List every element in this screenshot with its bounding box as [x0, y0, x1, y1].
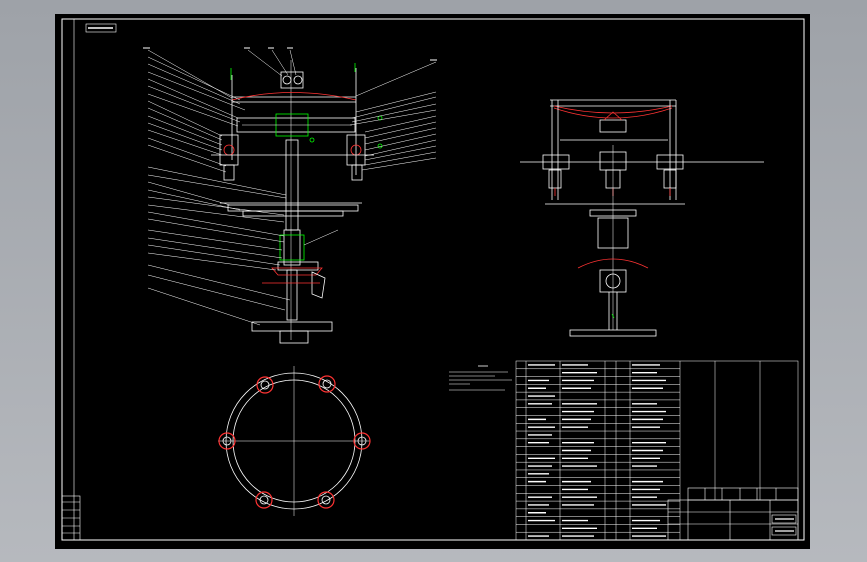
top-view — [218, 366, 371, 516]
inner-border — [61, 18, 805, 541]
bill-of-materials-table — [515, 360, 799, 541]
title-block — [667, 487, 799, 541]
drawing-number-box — [85, 23, 117, 33]
front-section-view — [143, 47, 437, 344]
side-view — [520, 99, 764, 337]
bom-frame — [515, 360, 799, 541]
drawing-sheet — [55, 14, 810, 549]
frame-line — [73, 18, 805, 541]
technical-notes — [449, 365, 512, 391]
revision-block — [61, 495, 81, 541]
